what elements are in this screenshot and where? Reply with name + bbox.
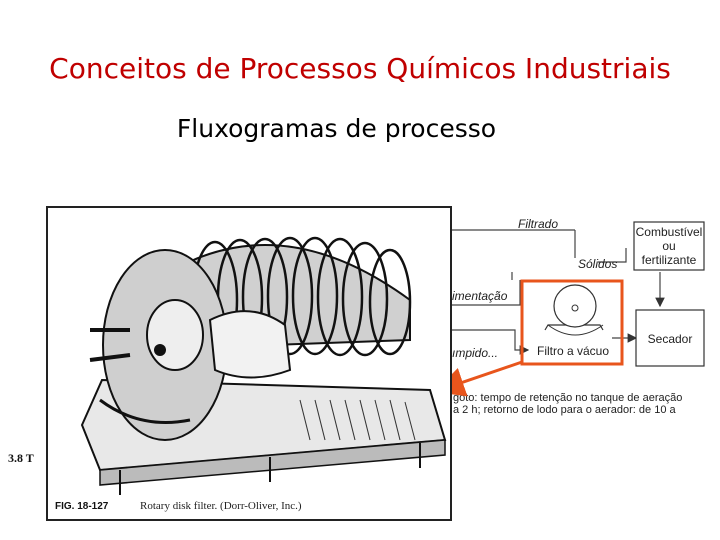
filtro-vacuo-label: Filtro a vácuo [537, 344, 609, 358]
highlight-arrow [434, 360, 523, 397]
secador-box [635, 309, 705, 367]
rotary-disk-filter-photo [46, 206, 452, 521]
combustivel-line-3: fertilizante [642, 253, 697, 267]
figure-number: FIG. 18-127 [55, 501, 109, 512]
solidos-label: Sólidos [578, 257, 617, 271]
combustivel-box [633, 221, 705, 271]
alimentacao-label: imentação [452, 289, 508, 303]
slide-subtitle: Fluxogramas de processo [176, 114, 497, 143]
note-line-2: a 2 h; retorno de lodo para o aerador: d… [453, 404, 676, 416]
combustivel-line-2: ou [662, 239, 675, 253]
figure-caption: Rotary disk filter. (Dorr-Oliver, Inc.) [140, 500, 302, 512]
left-label: 3.8 T [8, 451, 34, 465]
note-line-1: goto: tempo de retenção no tanque de aer… [453, 392, 682, 404]
secador-label: Secador [648, 332, 693, 346]
filtrado-label: Filtrado [518, 217, 558, 231]
slide-title: Conceitos de Processos Químicos Industri… [49, 52, 671, 85]
vacuum-filter-highlight [520, 279, 624, 366]
umpido-label: ımpido... [452, 346, 498, 360]
vacuum-filter-symbol [544, 284, 604, 336]
combustivel-line-1: Combustível [636, 225, 703, 239]
